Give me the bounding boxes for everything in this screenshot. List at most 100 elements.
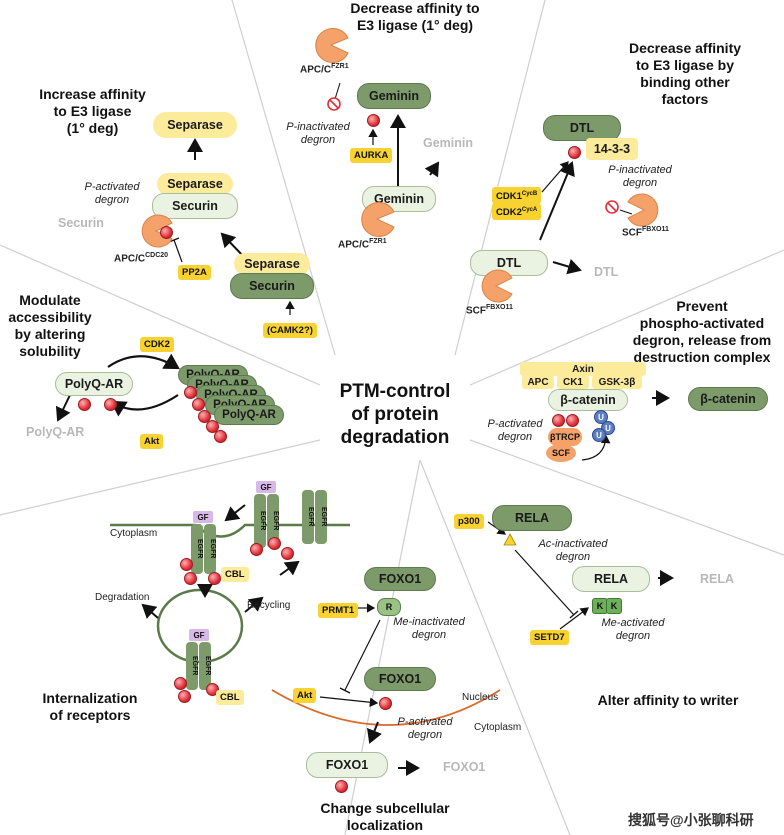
gf-ligand: GF (189, 629, 209, 641)
panel-binding-factors-title: Decrease affinity to E3 ligase by bindin… (610, 40, 760, 108)
title-line: Change subcellular (320, 800, 450, 816)
geminin-top: Geminin (357, 83, 431, 109)
scf-fbxo11-bottom-e3-icon (481, 269, 513, 303)
foxo1-top: FOXO1 (364, 567, 436, 591)
arrow-dtl-up (539, 161, 575, 241)
cdk1-kinase: CDK1CycB (492, 187, 542, 205)
cdk2-kinase: CDK2CycA (492, 203, 542, 221)
title-line: of receptors (49, 707, 131, 723)
phospho-site (379, 697, 392, 710)
gf-ligand: GF (256, 481, 276, 493)
apc-text: APC/C (338, 239, 370, 251)
scf-protein: SCF (546, 444, 576, 462)
arrow-dtl-ghost (552, 258, 582, 275)
title-line: binding other (640, 74, 730, 90)
inhibit-pp2a (173, 239, 183, 263)
title-line: (1° deg) (66, 120, 119, 136)
nucleus-label: Nucleus (462, 692, 499, 703)
title-line: Internalization (42, 690, 138, 706)
scf-fbxo11-e3-icon (627, 193, 659, 227)
nucleus-envelope (271, 689, 501, 726)
title-line: degron, release from (632, 332, 772, 348)
me-activated-degron-label: Me-activated degron (588, 617, 678, 643)
egfr-receptor: EGFR (204, 524, 216, 574)
apc-protein: APC (522, 375, 554, 389)
panel-increase-affinity-title: Increase affinity to E3 ligase (1° deg) (20, 86, 165, 137)
geminin-degraded: Geminin (423, 136, 474, 150)
arrow-cdk-to-degron (541, 161, 569, 193)
title-line: phospho-activated (639, 315, 765, 331)
title-line: Modulate (19, 292, 81, 308)
p300-enzyme: p300 (454, 514, 484, 529)
kin-text: CDK1 (496, 191, 522, 203)
block-symbol-apc (327, 97, 341, 111)
label-line: P-inactivated (286, 121, 350, 133)
label-line: P-activated (84, 181, 140, 193)
phospho-site (335, 780, 348, 793)
acetyl-triangle (503, 533, 517, 546)
cytoplasm-label: Cytoplasm (110, 528, 158, 539)
panel-writer-title: Alter affinity to writer (597, 692, 739, 708)
polyq-ar-soluble: PolyQ-AR (55, 372, 133, 396)
phospho-site (566, 414, 579, 427)
beta-catenin-free: β-catenin (688, 387, 768, 411)
cdk2-kinase: CDK2 (140, 337, 174, 352)
phospho-site (367, 114, 380, 127)
p-activated-degron-label: P-activated degron (390, 716, 460, 742)
apc-cdc20-label: APC/CCDC20 (114, 252, 168, 264)
label-line: P-activated (487, 418, 543, 430)
watermark-text: 搜狐号@小张聊科研 (628, 812, 754, 828)
foxo1-mid: FOXO1 (364, 667, 436, 691)
title-line: solubility (19, 343, 81, 359)
apc-fzr1-bottom-label: APC/CFZR1 (338, 238, 387, 250)
title-line: to E3 ligase (53, 103, 132, 119)
recycling-label: Recycling (247, 600, 291, 611)
label-line: degron (622, 177, 658, 189)
cbl-ligase: CBL (221, 567, 249, 582)
phospho-site (78, 398, 91, 411)
rela-mid: RELA (572, 566, 650, 592)
akt-kinase: Akt (140, 434, 164, 449)
p-activated-degron-label: P-activated degron (72, 181, 152, 207)
title-line: Decrease affinity (628, 40, 742, 56)
scf-fbxo11-bottom-label: SCFFBXO11 (466, 304, 513, 316)
phospho-site (250, 543, 263, 556)
label-line: P-inactivated (608, 164, 672, 176)
arrow-akt (319, 696, 379, 708)
gf-ligand: GF (193, 511, 213, 523)
p-inactivated-degron-label: P-inactivated degron (278, 121, 358, 147)
phospho-site (568, 146, 581, 159)
title-line: by altering (14, 326, 86, 342)
egfr-receptor: EGFR (267, 494, 279, 548)
foxo1-bottom: FOXO1 (306, 752, 388, 778)
camk2-kinase: (CAMK2?) (263, 323, 317, 338)
pp2a-kinase: PP2A (178, 265, 211, 280)
scf-sup: FBXO11 (642, 226, 669, 233)
label-line: Ac-inactivated (538, 538, 608, 550)
panel-subcellular-title: Change subcellular localization (310, 800, 460, 834)
panel-prevent-title: Prevent phospho-activated degron, releas… (620, 298, 784, 366)
lysine-residue: K (606, 598, 622, 614)
rela-degraded: RELA (700, 572, 735, 586)
kin-sup: CycA (521, 207, 538, 213)
phospho-site (208, 572, 221, 585)
panel-decrease-affinity-title: Decrease affinity to E3 ligase (1° deg) (340, 0, 490, 34)
phospho-site (184, 386, 197, 399)
polyq-ar-aggregate: PolyQ-AR (214, 405, 284, 425)
apc-sup: FZR1 (369, 238, 387, 245)
arginine-residue: R (377, 598, 401, 616)
phospho-site (198, 410, 211, 423)
title-line: Prevent (676, 298, 728, 314)
arrow-export (367, 721, 382, 744)
kin-text: CDK2 (496, 207, 522, 219)
label-line: degron (555, 551, 591, 563)
title-line: destruction complex (633, 349, 771, 365)
center-label-line-1: PTM-control (339, 381, 451, 402)
arrow-polyq-ghost (55, 394, 71, 422)
separase-mid: Separase (157, 173, 233, 195)
polyq-ar-degraded: PolyQ-AR (26, 425, 85, 439)
arrow-akt-solubilize (110, 394, 179, 417)
label-line: degron (407, 729, 443, 741)
arrow-degradation (141, 603, 159, 619)
